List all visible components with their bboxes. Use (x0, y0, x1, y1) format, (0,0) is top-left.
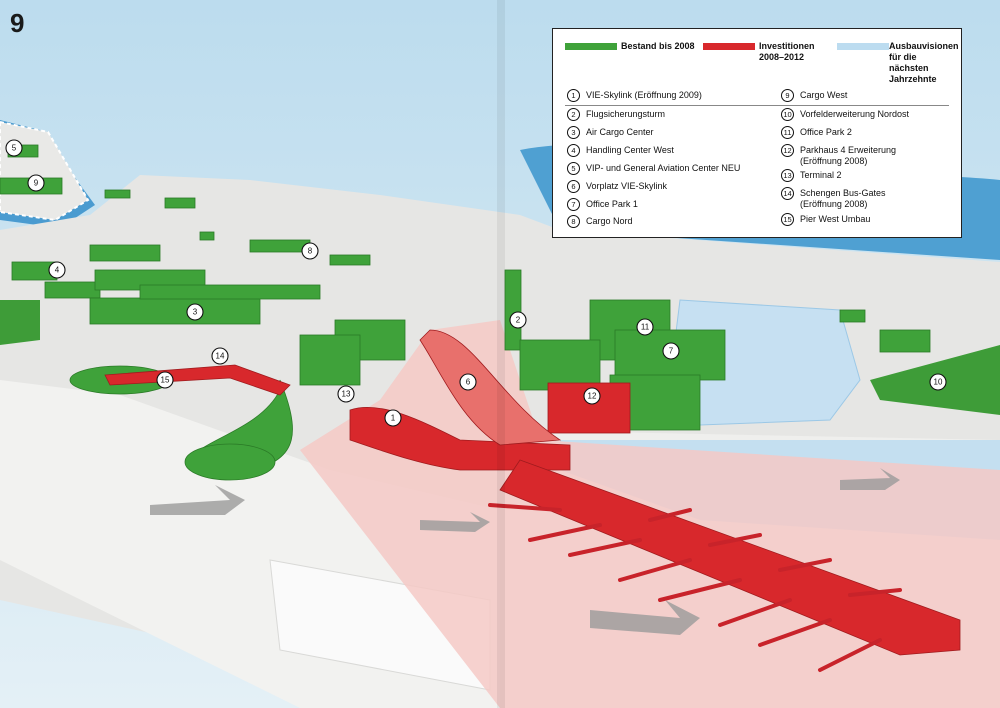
svg-text:13: 13 (342, 390, 351, 399)
legend-item-number: 1 (567, 89, 580, 102)
svg-text:8: 8 (308, 247, 313, 256)
legend-item-number: 6 (567, 180, 580, 193)
map-markers: 1 2 3 4 5 6 7 8 9 10 11 12 13 14 15 (5, 139, 947, 427)
marker-3: 3 (186, 303, 204, 321)
swatch-investment (703, 43, 755, 50)
legend-item-number: 4 (567, 144, 580, 157)
legend-item-number: 7 (567, 198, 580, 211)
legend-item-label: Terminal 2 (800, 170, 842, 180)
page-fold (497, 0, 505, 708)
svg-text:15: 15 (161, 376, 170, 385)
marker-5: 5 (5, 139, 23, 157)
svg-text:10: 10 (934, 378, 943, 387)
aircraft-silhouettes (150, 468, 900, 635)
svg-text:14: 14 (216, 352, 225, 361)
legend-divider (565, 105, 949, 106)
marker-13: 13 (337, 385, 355, 403)
marker-8: 8 (301, 242, 319, 260)
svg-text:12: 12 (588, 392, 597, 401)
marker-9: 9 (27, 174, 45, 192)
legend-item-label: VIE-Skylink (Eröffnung 2009) (586, 90, 702, 100)
legend-item-label: Vorplatz VIE-Skylink (586, 181, 668, 191)
marker-7: 7 (662, 342, 680, 360)
swatch-existing (565, 43, 617, 50)
legend-label-existing: Bestand bis 2008 (621, 41, 695, 51)
svg-text:11: 11 (641, 323, 650, 332)
svg-text:4: 4 (55, 266, 60, 275)
legend-item-number: 2 (567, 108, 580, 121)
legend-item-label: Schengen Bus-Gates (Eröffnung 2008) (800, 188, 886, 209)
legend-item-number: 3 (567, 126, 580, 139)
svg-text:2: 2 (516, 316, 521, 325)
svg-text:6: 6 (466, 378, 471, 387)
pier-gates (488, 503, 902, 672)
investment-buildings (104, 329, 961, 656)
svg-text:1: 1 (391, 414, 396, 423)
legend-label-vision: Ausbauvisionen für die nächsten Jahrzehn… (889, 41, 959, 84)
legend-item-label: Flugsicherungsturm (586, 109, 666, 119)
green-field-left (0, 300, 40, 345)
legend-item-number: 12 (781, 144, 794, 157)
legend-item-label: Air Cargo Center (586, 127, 654, 137)
legend-item-number: 5 (567, 162, 580, 175)
legend-item-number: 15 (781, 213, 794, 226)
existing-buildings (0, 144, 931, 481)
legend-item-label: Cargo West (800, 90, 848, 100)
legend-item-number: 9 (781, 89, 794, 102)
legend-item-label: Pier West Umbau (800, 214, 871, 224)
legend-item-number: 10 (781, 108, 794, 121)
page-number: 9 (10, 8, 25, 38)
legend-label-investment: Investitionen 2008–2012 (759, 41, 815, 62)
legend-item-label: VIP- und General Aviation Center NEU (586, 163, 741, 173)
legend-item-label: Office Park 1 (586, 199, 638, 209)
legend-item-number: 14 (781, 187, 794, 200)
legend-item-label: Office Park 2 (800, 127, 852, 137)
svg-text:9: 9 (34, 179, 39, 188)
marker-6: 6 (459, 373, 477, 391)
legend-item-number: 8 (567, 215, 580, 228)
legend-box: Bestand bis 2008 Investitionen 2008–2012… (552, 28, 962, 238)
marker-15: 15 (156, 371, 174, 389)
legend-item-label: Vorfelderweiterung Nordost (800, 109, 910, 119)
marker-4: 4 (48, 261, 66, 279)
svg-text:7: 7 (669, 347, 674, 356)
legend-item-label: Cargo Nord (586, 216, 633, 226)
marker-1: 1 (384, 409, 402, 427)
marker-12: 12 (583, 387, 601, 405)
svg-text:3: 3 (193, 308, 198, 317)
legend-item-label: Parkhaus 4 Erweiterung (Eröffnung 2008) (800, 145, 897, 166)
svg-text:5: 5 (12, 144, 17, 153)
legend-item-label: Handling Center West (586, 145, 674, 155)
legend-item-number: 13 (781, 169, 794, 182)
swatch-vision (837, 43, 889, 50)
marker-14: 14 (211, 347, 229, 365)
marker-10: 10 (929, 373, 947, 391)
legend-item-number: 11 (781, 126, 794, 139)
marker-11: 11 (636, 318, 654, 336)
marker-2: 2 (509, 311, 527, 329)
